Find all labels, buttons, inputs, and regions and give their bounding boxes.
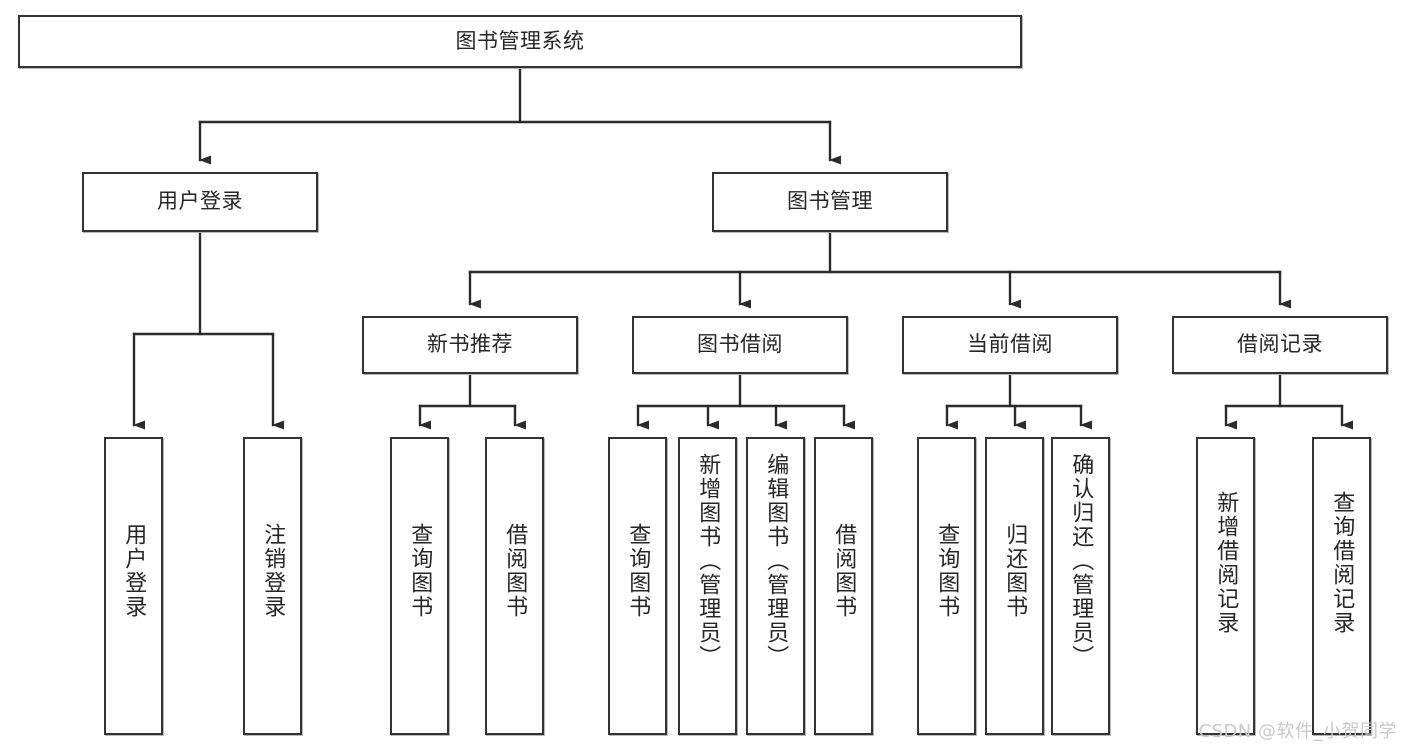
node-leaf-query-books-rec[interactable]: 查询图书 (390, 437, 449, 735)
node-label-book-management: 图书管理 (787, 189, 873, 214)
node-label-leaf-borrow-books: 借阅图书 (831, 523, 857, 619)
node-leaf-user-login[interactable]: 用户登录 (104, 437, 163, 735)
node-leaf-query-books-borrow[interactable]: 查询图书 (608, 437, 667, 735)
node-label-book-borrow: 图书借阅 (697, 332, 783, 357)
node-label-leaf-return-books: 归还图书 (1002, 523, 1028, 619)
node-user-login[interactable]: 用户登录 (82, 172, 318, 232)
node-leaf-edit-book-admin[interactable]: 编辑图书（管理员） (746, 437, 805, 735)
node-label-leaf-query-books-rec: 查询图书 (407, 523, 433, 619)
node-label-leaf-query-borrow-record: 查询借阅记录 (1329, 491, 1355, 635)
node-label-leaf-query-books-borrow: 查询图书 (625, 523, 651, 619)
node-borrow-records[interactable]: 借阅记录 (1172, 316, 1388, 374)
node-label-leaf-borrow-books-rec: 借阅图书 (502, 523, 528, 619)
node-leaf-add-borrow-record[interactable]: 新增借阅记录 (1196, 437, 1255, 735)
node-label-user-login: 用户登录 (157, 189, 243, 214)
node-label-leaf-user-login: 用户登录 (121, 523, 147, 619)
node-label-leaf-user-logout: 注销登录 (260, 523, 286, 619)
node-label-leaf-add-book-admin: 新增图书（管理员） (695, 453, 721, 669)
csdn-watermark: CSDN @软件_小贺同学 (1198, 721, 1397, 742)
node-current-borrow[interactable]: 当前借阅 (902, 316, 1118, 374)
node-book-borrow[interactable]: 图书借阅 (632, 316, 848, 374)
node-label-leaf-confirm-return-admin: 确认归还（管理员） (1068, 453, 1094, 669)
node-leaf-borrow-books[interactable]: 借阅图书 (814, 437, 873, 735)
node-leaf-borrow-books-rec[interactable]: 借阅图书 (485, 437, 544, 735)
node-label-leaf-edit-book-admin: 编辑图书（管理员） (763, 453, 789, 669)
node-book-management[interactable]: 图书管理 (712, 172, 948, 232)
node-label-leaf-query-books-current: 查询图书 (934, 523, 960, 619)
node-label-current-borrow: 当前借阅 (967, 332, 1053, 357)
node-new-book-recommend[interactable]: 新书推荐 (362, 316, 578, 374)
node-label-root: 图书管理系统 (455, 28, 585, 53)
node-leaf-add-book-admin[interactable]: 新增图书（管理员） (678, 437, 737, 735)
node-leaf-user-logout[interactable]: 注销登录 (243, 437, 302, 735)
node-label-leaf-add-borrow-record: 新增借阅记录 (1213, 491, 1239, 635)
node-leaf-confirm-return-admin[interactable]: 确认归还（管理员） (1051, 437, 1110, 735)
node-label-borrow-records: 借阅记录 (1237, 332, 1323, 357)
node-leaf-query-books-current[interactable]: 查询图书 (917, 437, 976, 735)
node-label-new-book-recommend: 新书推荐 (427, 332, 513, 357)
node-leaf-query-borrow-record[interactable]: 查询借阅记录 (1312, 437, 1371, 735)
node-leaf-return-books[interactable]: 归还图书 (985, 437, 1044, 735)
node-root[interactable]: 图书管理系统 (18, 15, 1022, 68)
